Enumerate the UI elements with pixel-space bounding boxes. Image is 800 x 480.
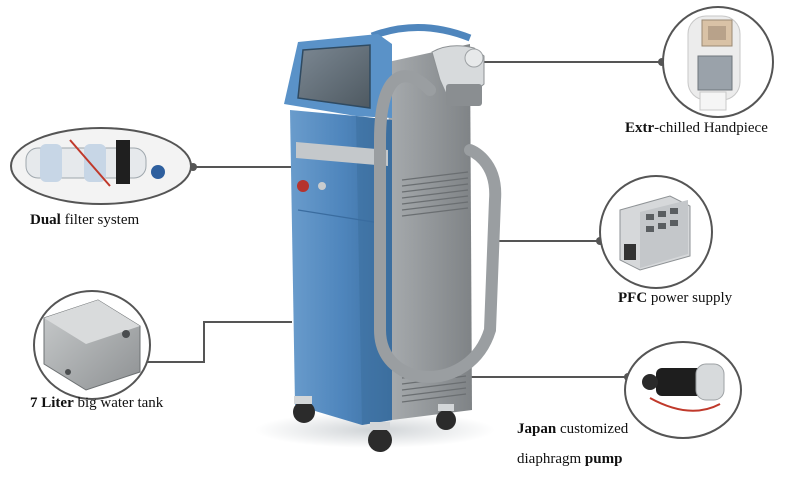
connector-lines <box>143 61 662 378</box>
label-tank-rest: big water tank <box>73 395 164 411</box>
emergency-button[interactable] <box>297 180 309 192</box>
label-power-supply: PFC power supply <box>618 290 732 307</box>
inset-pump <box>624 341 742 439</box>
label-filter-system: Dual filter system <box>30 212 139 229</box>
touch-screen <box>297 44 371 109</box>
label-water-tank: 7 Liter big water tank <box>30 395 163 412</box>
label-pump-line1: Japan customized <box>517 421 628 438</box>
label-pump1-bold: Japan <box>517 421 557 437</box>
label-pump2-bold: pump <box>584 451 623 467</box>
front-handle-bar <box>296 142 388 166</box>
inset-power-supply <box>599 175 713 289</box>
label-pump1-rest: customized <box>556 421 629 437</box>
inset-filter <box>10 127 192 205</box>
inset-water-tank <box>33 290 151 400</box>
handpiece <box>431 45 485 106</box>
handpiece-cable <box>374 70 502 383</box>
inset-handpiece <box>662 6 774 118</box>
label-pump2-pre: diaphragm <box>517 451 585 467</box>
label-pump-line2: diaphragm pump <box>517 451 622 468</box>
label-handpiece-rest: -chilled Handpiece <box>654 120 768 136</box>
label-power-bold: PFC <box>618 290 648 306</box>
label-handpiece: Extr-chilled Handpiece <box>625 120 768 137</box>
grey-side-panel <box>388 44 472 420</box>
wheels <box>293 401 456 452</box>
label-tank-bold: 7 Liter <box>30 395 74 411</box>
label-filter-bold: Dual <box>30 212 61 228</box>
door-seam <box>297 209 387 225</box>
key-switch[interactable] <box>318 182 326 190</box>
label-handpiece-bold: Extr <box>625 120 655 136</box>
label-filter-rest: filter system <box>60 212 140 228</box>
label-power-rest: power supply <box>647 290 733 306</box>
wheel-caps <box>294 396 454 430</box>
top-handle <box>370 23 472 42</box>
